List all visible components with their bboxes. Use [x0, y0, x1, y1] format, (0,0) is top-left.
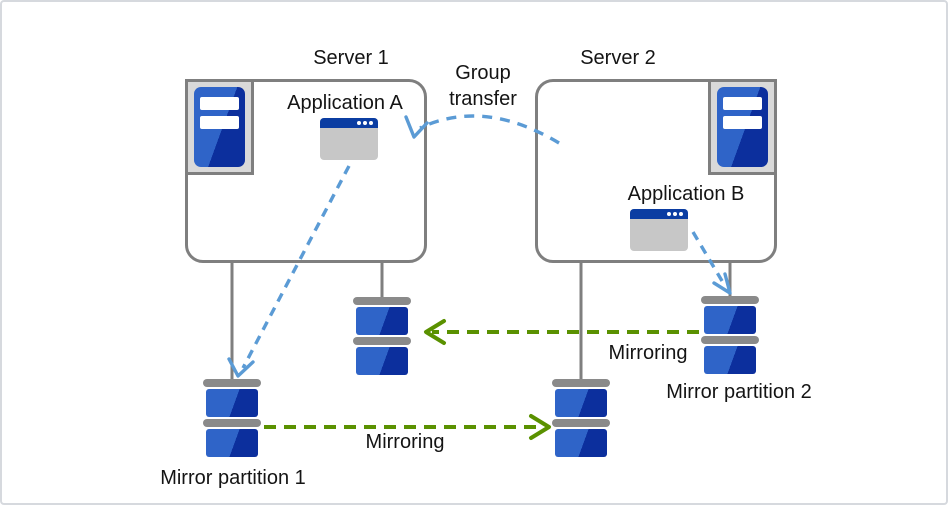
window-dot-icon — [363, 121, 367, 125]
disk-bar-icon — [701, 336, 759, 344]
server1-mirror-target-disk-icon — [353, 297, 411, 375]
window-dot-icon — [673, 212, 677, 216]
server2-icon — [708, 79, 777, 175]
disk-bar-icon — [353, 337, 411, 345]
application-b-window-icon — [630, 209, 688, 251]
mirroring-top-arrowhead-icon — [424, 319, 446, 345]
mirror-partition-2-label: Mirror partition 2 — [666, 381, 812, 403]
mirror-partition-2-disk-icon — [701, 296, 759, 374]
disk-platter-icon — [555, 389, 607, 417]
window-titlebar-icon — [320, 118, 378, 128]
disk-platter-icon — [555, 429, 607, 457]
group-transfer-label-line2: transfer — [449, 88, 517, 110]
disk-bar-icon — [701, 296, 759, 304]
window-dot-icon — [667, 212, 671, 216]
mirroring-top-label: Mirroring — [608, 342, 688, 364]
app-a-access-arrowhead-icon — [227, 357, 255, 378]
window-dot-icon — [679, 212, 683, 216]
server2-mirror-target-disk-icon — [552, 379, 610, 457]
mirroring-bottom-arrowhead-icon — [529, 414, 551, 440]
disk-bar-icon — [203, 379, 261, 387]
window-titlebar-icon — [630, 209, 688, 219]
mirror-partition-1-label: Mirror partition 1 — [160, 467, 306, 489]
disk-platter-icon — [356, 307, 408, 335]
disk-platter-icon — [704, 306, 756, 334]
application-a-window-icon — [320, 118, 378, 160]
disk-bar-icon — [203, 419, 261, 427]
window-dot-icon — [357, 121, 361, 125]
disk-platter-icon — [206, 389, 258, 417]
app-b-access-arrowhead-icon — [712, 272, 732, 295]
server-tower-icon — [194, 87, 245, 167]
server-drive-bay-icon — [200, 97, 239, 110]
disk-bar-icon — [552, 419, 610, 427]
server2-title: Server 2 — [580, 47, 656, 69]
application-b-label: Application B — [627, 183, 745, 205]
disk-platter-icon — [704, 346, 756, 374]
server1-title: Server 1 — [313, 47, 389, 69]
disk-platter-icon — [356, 347, 408, 375]
disk-bar-icon — [552, 379, 610, 387]
server-drive-bay-icon — [723, 116, 762, 129]
server-drive-bay-icon — [723, 97, 762, 110]
application-a-label: Application A — [287, 92, 403, 114]
mirror-partition-1-disk-icon — [203, 379, 261, 457]
group-transfer-label: Group transfer — [449, 60, 517, 112]
server1-icon — [185, 79, 254, 175]
server-drive-bay-icon — [200, 116, 239, 129]
mirroring-bottom-label: Mirroring — [365, 431, 445, 453]
disk-platter-icon — [206, 429, 258, 457]
server-tower-icon — [717, 87, 768, 167]
window-dot-icon — [369, 121, 373, 125]
disk-bar-icon — [353, 297, 411, 305]
group-transfer-label-line1: Group — [455, 62, 511, 84]
